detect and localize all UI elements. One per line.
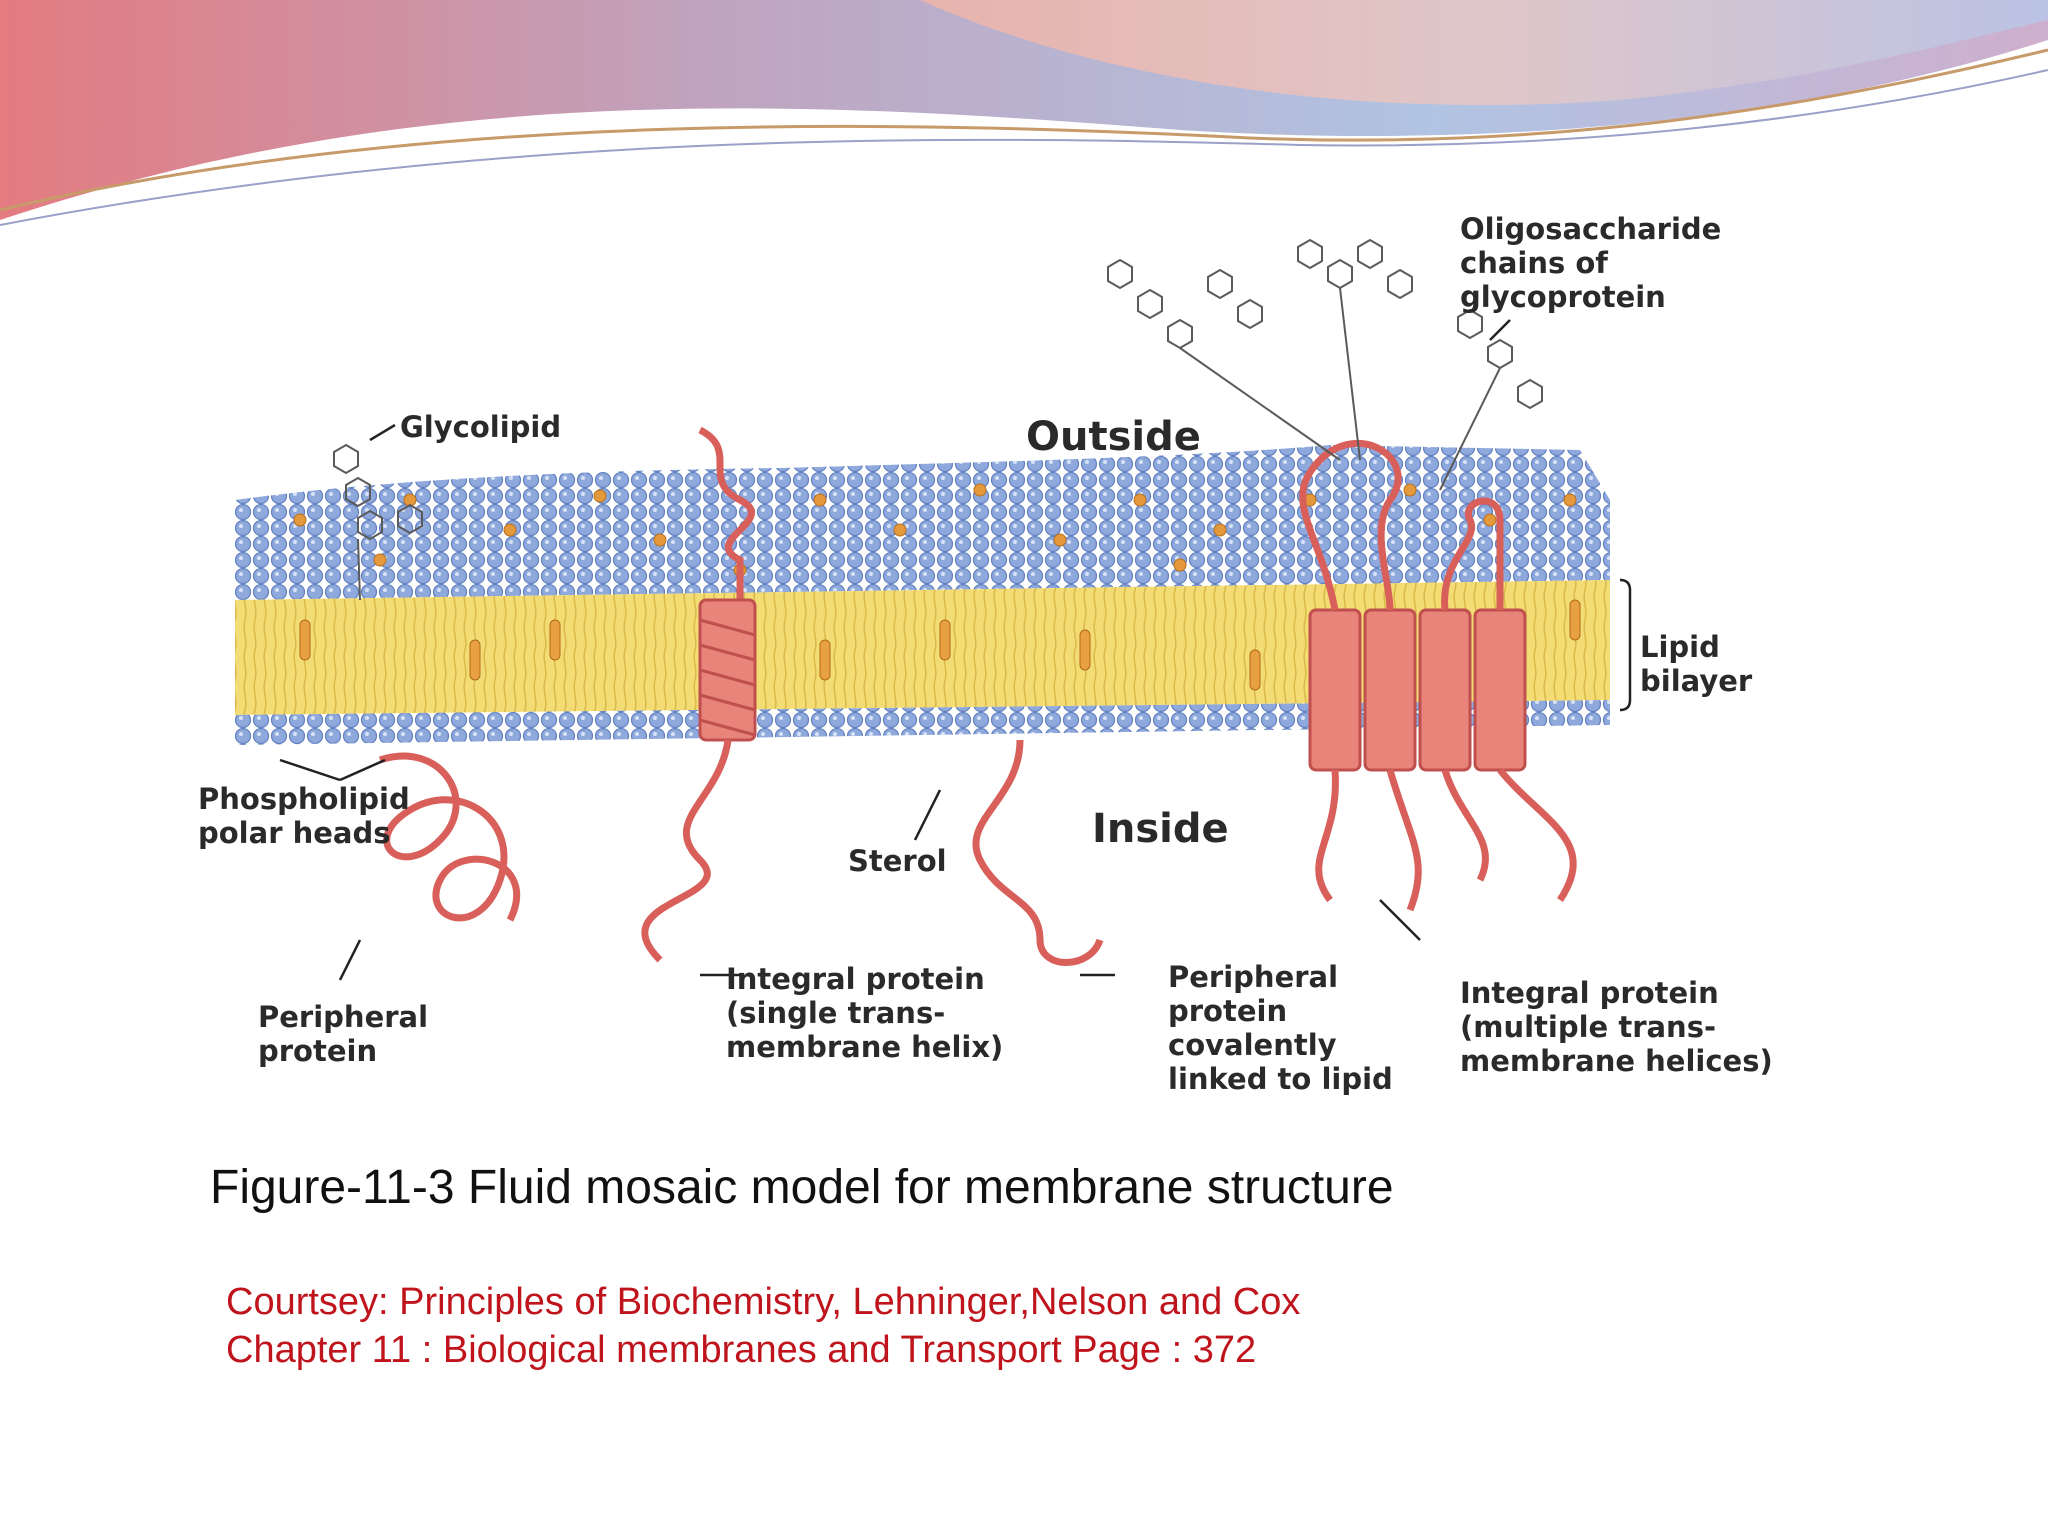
label-inside: Inside [1092,806,1229,852]
glycolipid-chain [333,443,423,601]
label-oligosaccharide: Oligosaccharide chains of glycoprotein [1460,212,1722,314]
label-outside: Outside [1026,414,1201,460]
inner-leaflet-heads [235,700,1610,745]
label-peripheral-protein: Peripheral protein [258,1000,429,1068]
peripheral-protein-lipid [972,739,1104,966]
label-sterol: Sterol [848,844,947,878]
single-helix-protein [641,426,757,963]
leader-lines [279,319,1632,981]
credit-line-2: Chapter 11 : Biological membranes and Tr… [226,1329,1257,1371]
sterol-dots [293,483,1577,577]
label-glycolipid: Glycolipid [400,410,562,444]
multi-helix-loops [1299,439,1577,912]
peripheral-protein-left [378,752,521,922]
label-lipid-bilayer: Lipid bilayer [1640,630,1753,698]
outer-leaflet-heads [235,445,1610,600]
label-phospholipid-heads: Phospholipid polar heads [198,782,410,850]
header-wave-decoration [0,0,2048,226]
hydrophobic-core [235,580,1610,715]
figure-caption: Figure-11-3 Fluid mosaic model for membr… [210,1161,1394,1214]
credit-line-1: Courtsey: Principles of Biochemistry, Le… [226,1281,1301,1323]
multi-helix-protein [1308,608,1527,772]
label-integral-single: Integral protein (single trans- membrane… [726,962,1004,1064]
label-peripheral-lipid: Peripheral protein covalently linked to … [1168,960,1393,1096]
credit-block: Courtsey: Principles of Biochemistry, Le… [226,1278,1300,1374]
membrane-diagram [235,238,1632,981]
label-integral-multiple: Integral protein (multiple trans- membra… [1460,976,1773,1078]
sterol-bars [299,599,1581,691]
oligosaccharide-chains [1107,238,1543,491]
